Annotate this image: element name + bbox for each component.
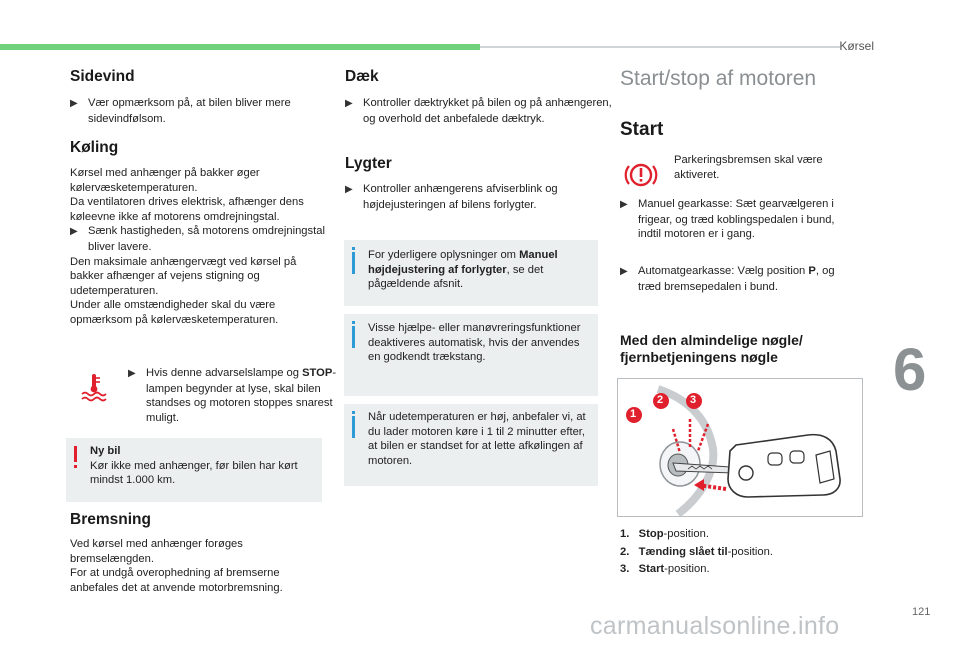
automatic-gearbox-bullet: ▶ Automatgearkasse: Vælg position P, og t… <box>620 264 858 294</box>
koling-bullet-text: Sænk hastigheden, så motorens omdrejning… <box>88 225 325 253</box>
auto-pre: Automatgearkasse: Vælg position <box>638 265 809 277</box>
coolant-warning-post: -lampen begynder at lyse, skal bilen sta… <box>146 367 337 424</box>
figure-label-3: 3 <box>690 394 697 406</box>
page-number: 121 <box>912 606 931 618</box>
coolant-warning-stop: STOP <box>302 367 333 379</box>
koling-para1: Kørsel med anhænger på bakker øger køler… <box>70 167 260 194</box>
key-ignition-figure: 1 2 3 <box>617 378 863 517</box>
legend-num-3: 3. <box>620 563 630 575</box>
top-divider <box>480 46 840 48</box>
heading-lygter: Lygter <box>345 155 392 172</box>
legend-item-1: 1. Stop-position. <box>620 526 850 544</box>
coolant-warning-pre: Hvis denne advarselslampe og <box>146 367 303 379</box>
sidevind-bullet-text: Vær opmærksom på, at bilen bliver mere s… <box>88 97 291 125</box>
koling-text: Kørsel med anhænger på bakker øger køler… <box>70 166 325 328</box>
legend-rest-1: -position. <box>663 528 709 540</box>
info-dot <box>352 321 355 324</box>
legend-rest-2: -position. <box>727 545 773 558</box>
bullet-arrow-icon: ▶ <box>345 98 353 109</box>
info-box-headlights: For yderligere oplysninger om Manuel høj… <box>344 240 598 306</box>
manual-gearbox-text: Manuel gearkasse: Sæt gearvælgeren i fri… <box>638 198 835 241</box>
new-car-warning-text: Ny bil Kør ikke med anhænger, før bilen … <box>90 444 318 488</box>
bullet-arrow-icon: ▶ <box>345 184 353 195</box>
coolant-warning-text: ▶ Hvis denne advarselslampe og STOP-lampe… <box>128 366 341 425</box>
legend-item-2: 2. Tænding slået til-position. <box>620 544 850 562</box>
bullet-arrow-icon: ▶ <box>128 368 136 379</box>
new-car-warning-box: Ny bil Kør ikke med anhænger, før bilen … <box>66 438 322 502</box>
bremsning-text: Ved kørsel med anhænger forøges bremselæ… <box>70 537 315 595</box>
heading-koling: Køling <box>70 139 119 156</box>
bullet-arrow-icon: ▶ <box>620 266 628 277</box>
key-legend: 1. Stop-position. 2. Tænding slået til-p… <box>620 526 850 579</box>
new-car-body: Kør ikke med anhænger, før bilen har kør… <box>90 459 298 487</box>
info-box-headlights-text: For yderligere oplysninger om Manuel høj… <box>368 248 594 292</box>
legend-num-1: 1. <box>620 528 630 540</box>
auto-bold: P <box>808 265 816 277</box>
legend-bold-2: Tænding slået til <box>638 545 728 558</box>
watermark: carmanualsonline.info <box>590 612 840 640</box>
heading-key: Med den almindelige nøgle/ fjernbetjenin… <box>620 332 803 365</box>
auto-post: , og træd bremsepedalen i bund. <box>638 265 835 293</box>
info-icon <box>352 416 355 438</box>
legend-bold-3: Start <box>638 563 665 575</box>
sidevind-bullet: ▶ Vær opmærksom på, at bilen bliver mere … <box>70 96 338 126</box>
info-icon <box>352 252 355 274</box>
info1-pre: For yderligere oplysninger om <box>368 249 520 261</box>
chapter-title: Kørsel <box>839 39 874 53</box>
bremsning-para1: Ved kørsel med anhænger forøges bremselæ… <box>70 538 243 565</box>
daek-bullet-text: Kontroller dæktrykket på bilen og på anh… <box>363 97 612 125</box>
new-car-title: Ny bil <box>90 445 121 457</box>
info-box-temperature-text: Når udetemperaturen er høj, anbefaler vi… <box>368 411 586 467</box>
daek-bullet: ▶ Kontroller dæktrykket på bilen og på an… <box>345 96 613 126</box>
bremsning-para2: For at undgå overophedning af bremserne … <box>70 567 283 594</box>
parking-brake-warning-icon <box>624 160 658 190</box>
info-box-temperature: Når udetemperaturen er høj, anbefaler vi… <box>344 404 598 486</box>
info-icon <box>352 326 355 348</box>
legend-rest-3: -position. <box>664 563 710 575</box>
warning-exclamation-icon <box>74 446 77 462</box>
koling-para4: Under alle omstændigheder skal du være o… <box>70 299 279 326</box>
info-box-assist: Visse hjælpe- eller manøvreringsfunktion… <box>344 314 598 396</box>
info1-bold: Manuel højdejustering af forlygter <box>368 249 558 276</box>
legend-bold-1: Stop <box>638 528 664 540</box>
top-accent-bar <box>0 44 480 50</box>
manual-gearbox-bullet: ▶ Manuel gearkasse: Sæt gearvælgeren i fr… <box>620 197 858 242</box>
key-ignition-drawing <box>626 385 841 516</box>
koling-bullet: ▶ Sænk hastigheden, så motorens omdrejnin… <box>70 224 325 254</box>
heading-start: Start <box>620 119 664 140</box>
legend-num-2: 2. <box>620 545 630 558</box>
koling-para2: Da ventilatoren drives elektrisk, afhæng… <box>70 196 304 223</box>
koling-para3: Den maksimale anhængervægt ved kørsel på… <box>70 255 297 297</box>
bullet-arrow-icon: ▶ <box>70 226 78 238</box>
info-dot <box>352 411 355 414</box>
parking-brake-text: Parkeringsbremsen skal være aktiveret. <box>674 154 823 181</box>
bullet-arrow-icon: ▶ <box>70 98 78 109</box>
info-dot <box>352 247 355 250</box>
chapter-number: 6 <box>893 336 927 403</box>
figure-label-1: 1 <box>630 408 637 420</box>
heading-bremsning: Bremsning <box>70 511 151 528</box>
lygter-bullet: ▶ Kontroller anhængerens afviserblink og … <box>345 182 613 212</box>
info1-post: , se det pågældende afsnit. <box>368 263 544 291</box>
legend-item-3: 3. Start-position. <box>620 561 850 579</box>
page-title: Start/stop af motoren <box>620 67 817 90</box>
bullet-arrow-icon: ▶ <box>620 199 628 210</box>
heading-daek: Dæk <box>345 68 379 85</box>
warning-exclamation-dot <box>74 465 77 468</box>
lygter-bullet-text: Kontroller anhængerens afviserblink og h… <box>363 183 558 211</box>
heading-sidevind: Sidevind <box>70 68 135 85</box>
info-box-assist-text: Visse hjælpe- eller manøvreringsfunktion… <box>368 322 581 364</box>
coolant-temperature-warning-icon <box>80 372 108 402</box>
figure-label-2: 2 <box>657 394 664 406</box>
